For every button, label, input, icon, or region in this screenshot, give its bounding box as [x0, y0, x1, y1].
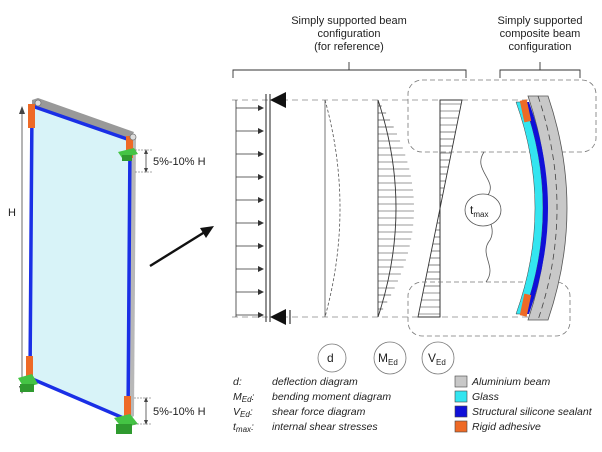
moment-circle-label: MEd — [378, 351, 398, 367]
bottom-support-range-label: 5%-10% H — [153, 406, 206, 418]
shear-stress-region: tmax — [407, 79, 597, 337]
svg-text:deflection diagram: deflection diagram — [272, 376, 358, 388]
svg-text:tmax:: tmax: — [233, 421, 254, 434]
shear-force-diagram — [417, 99, 463, 318]
top-support-dimension: 5%-10% H — [135, 149, 206, 173]
top-aluminium-edge — [32, 98, 134, 140]
height-label: H — [8, 207, 16, 219]
composite-bracket — [499, 62, 581, 78]
legend-silicone: Structural silicone sealant — [454, 405, 593, 418]
diagram-labels: d MEd VEd — [317, 341, 455, 375]
top-support-range-label: 5%-10% H — [153, 156, 206, 168]
adhesive-top — [519, 99, 532, 123]
reference-header-line1: Simply supported beam — [291, 15, 407, 27]
svg-text:VEd:: VEd: — [233, 406, 253, 419]
bottom-support-icon — [270, 309, 286, 325]
silicone-section — [524, 102, 548, 314]
bottom-support-dimension: 5%-10% H — [134, 397, 206, 425]
bending-moment-diagram — [377, 99, 414, 318]
legend-adhesive: Rigid adhesive — [454, 420, 541, 433]
legend-row-deflection: d: deflection diagram — [233, 376, 358, 388]
tmax-label: tmax — [470, 203, 488, 219]
composite-header: Simply supported composite beam configur… — [498, 15, 583, 78]
legend-row-stress: tmax: internal shear stresses — [233, 421, 378, 434]
deflection-circle-label: d — [327, 351, 334, 365]
deflection-diagram — [324, 99, 341, 318]
legend-aluminium: Aluminium beam — [454, 375, 550, 388]
svg-text:bending moment diagram: bending moment diagram — [272, 391, 391, 403]
reference-beam — [265, 92, 291, 325]
svg-text:shear force diagram: shear force diagram — [272, 406, 366, 418]
reference-header-line3: (for reference) — [314, 41, 384, 53]
svg-text:internal shear stresses: internal shear stresses — [272, 421, 378, 433]
glass-panel-assembly: H — [8, 98, 214, 434]
support-top-right — [118, 133, 138, 161]
svg-text:Structural silicone sealant: Structural silicone sealant — [472, 406, 593, 418]
composite-beam — [515, 95, 568, 321]
svg-text:Aluminium beam: Aluminium beam — [471, 376, 550, 388]
tmax-bubble — [464, 193, 502, 227]
legend-abbreviations: d: deflection diagram MEd: bending momen… — [233, 376, 391, 434]
legend-row-moment: MEd: bending moment diagram — [233, 391, 391, 404]
shear-circle-label: VEd — [428, 351, 446, 367]
reference-header: Simply supported beam configuration (for… — [232, 15, 467, 78]
load-arrows — [236, 105, 264, 318]
legend-row-shear: VEd: shear force diagram — [233, 406, 366, 419]
pointer-arrow-line — [149, 228, 209, 268]
svg-text:Rigid adhesive: Rigid adhesive — [472, 421, 541, 433]
distributed-load — [235, 100, 264, 318]
legend-materials: Aluminium beam Glass Structural silicone… — [454, 375, 593, 433]
support-bottom-right — [114, 396, 138, 434]
svg-text:MEd:: MEd: — [233, 391, 255, 404]
glass-panel-face — [30, 106, 130, 420]
composite-header-line3: configuration — [509, 41, 572, 53]
composite-header-line2: composite beam — [500, 28, 581, 40]
reference-bracket — [232, 62, 467, 78]
height-arrow-top-icon — [19, 106, 25, 114]
svg-text:d:: d: — [233, 376, 242, 388]
support-top-left — [28, 99, 42, 128]
adhesive-bottom — [519, 293, 532, 317]
legend-glass: Glass — [454, 390, 500, 403]
pointer-arrow-head-icon — [200, 226, 214, 238]
composite-header-line1: Simply supported — [498, 15, 583, 27]
support-bottom-left — [18, 356, 38, 392]
reference-header-line2: configuration — [318, 28, 381, 40]
top-support-icon — [270, 92, 286, 108]
svg-text:Glass: Glass — [472, 391, 500, 403]
